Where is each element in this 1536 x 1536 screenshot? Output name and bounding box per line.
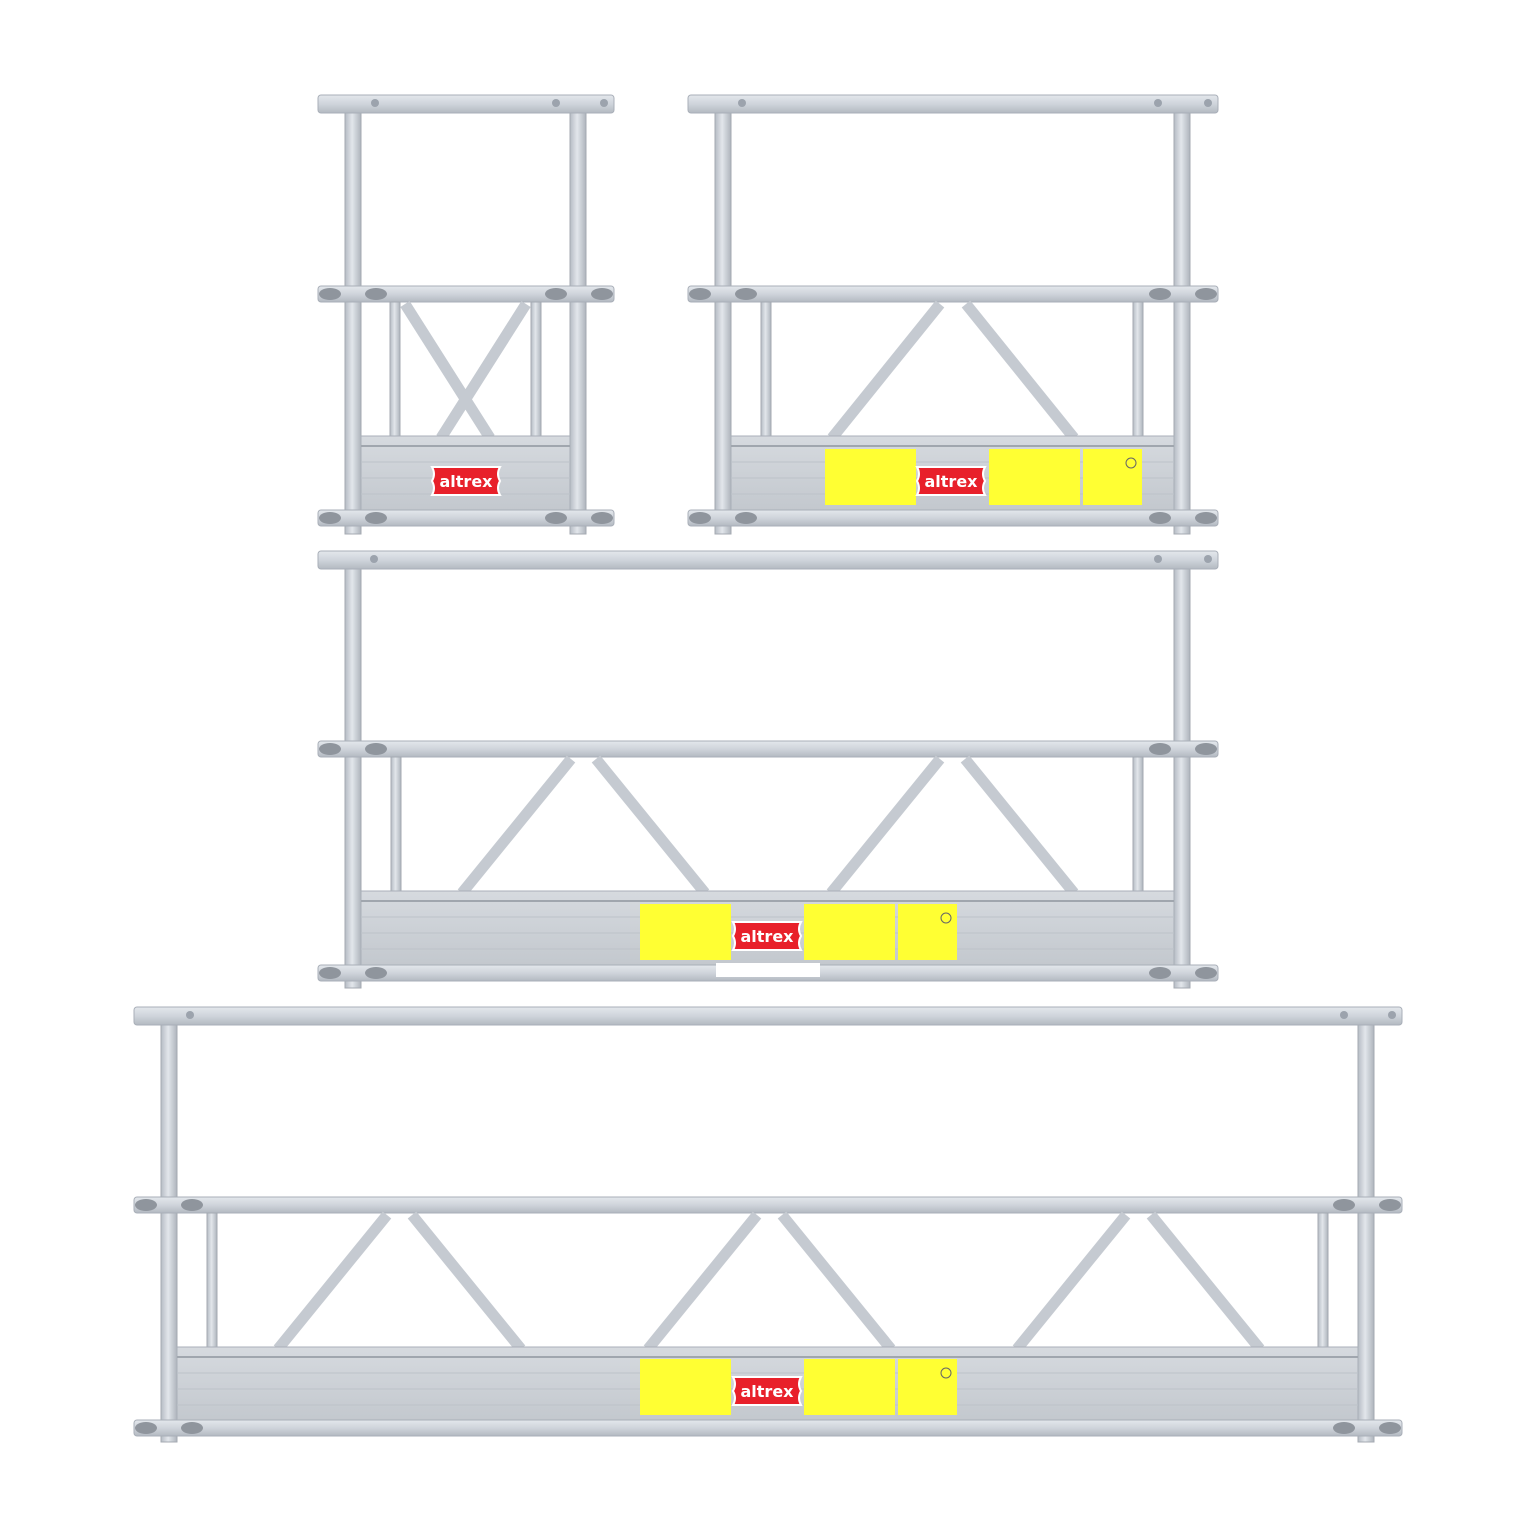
diagonal-brace xyxy=(400,301,495,441)
diagonal-brace xyxy=(436,301,531,441)
diagonal-brace xyxy=(827,300,945,442)
frame-medium: altrex xyxy=(687,94,1219,535)
inner-post xyxy=(206,1212,218,1350)
mid-rail xyxy=(687,285,1219,303)
diagonal-brace xyxy=(960,755,1079,897)
diagonal-brace xyxy=(1012,1211,1131,1353)
diagonal-brace xyxy=(591,755,710,897)
warning-label-icon xyxy=(804,1359,895,1415)
top-rail xyxy=(317,550,1219,570)
diagonal-brace xyxy=(407,1211,526,1353)
altrex-logo-icon: altrex xyxy=(731,921,803,951)
warning-label-icon xyxy=(804,904,895,960)
clamp-icon xyxy=(319,743,1217,979)
right-post xyxy=(1173,111,1191,535)
logo-text: altrex xyxy=(741,1382,795,1401)
inner-post xyxy=(1132,756,1144,894)
left-post xyxy=(160,1023,178,1443)
logo-text: altrex xyxy=(925,472,979,491)
warning-label-icon xyxy=(640,904,731,960)
logo-text: altrex xyxy=(440,472,494,491)
frame-large: altrex xyxy=(317,550,1219,989)
mid-rail xyxy=(317,285,615,303)
inner-post xyxy=(1317,1212,1329,1350)
warning-label-icon xyxy=(898,1359,957,1415)
right-post xyxy=(1173,567,1191,989)
altrex-logo-icon: altrex xyxy=(731,1376,803,1406)
mid-rail xyxy=(133,1196,1403,1214)
warning-label-icon xyxy=(825,449,916,505)
diagonal-brace xyxy=(826,755,945,897)
warning-label-icon xyxy=(1083,449,1142,505)
diagonal-brace xyxy=(777,1211,896,1353)
top-rail xyxy=(687,94,1219,114)
warning-label-icon xyxy=(989,449,1080,505)
altrex-logo-icon: altrex xyxy=(915,466,987,496)
top-rail xyxy=(317,94,615,114)
left-post xyxy=(714,111,732,535)
diagonal-brace xyxy=(273,1211,392,1353)
bottom-rail xyxy=(687,509,1219,527)
diagonal-brace xyxy=(961,300,1079,442)
clamp-icon xyxy=(689,288,1217,524)
frame-small: altrex xyxy=(317,94,615,535)
frame-xlarge: altrex xyxy=(133,1006,1403,1443)
logo-text: altrex xyxy=(741,927,795,946)
clamp-icon xyxy=(319,288,613,524)
inner-post xyxy=(530,301,542,439)
inner-post xyxy=(389,301,401,439)
inner-post xyxy=(760,301,772,439)
diagonal-brace xyxy=(643,1211,762,1353)
mid-rail xyxy=(317,740,1219,758)
left-post xyxy=(344,111,362,535)
top-rail xyxy=(133,1006,1403,1026)
right-post xyxy=(569,111,587,535)
bottom-rail xyxy=(133,1419,1403,1437)
inner-post xyxy=(390,756,402,894)
inner-post xyxy=(1132,301,1144,439)
diagonal-brace xyxy=(457,755,576,897)
clamp-icon xyxy=(135,1199,1401,1434)
right-post xyxy=(1357,1023,1375,1443)
warning-label-icon xyxy=(898,904,957,960)
altrex-logo-icon: altrex xyxy=(430,466,502,496)
bottom-rail xyxy=(317,509,615,527)
left-post xyxy=(344,567,362,989)
diagonal-brace xyxy=(1146,1211,1265,1353)
warning-label-icon xyxy=(640,1359,731,1415)
